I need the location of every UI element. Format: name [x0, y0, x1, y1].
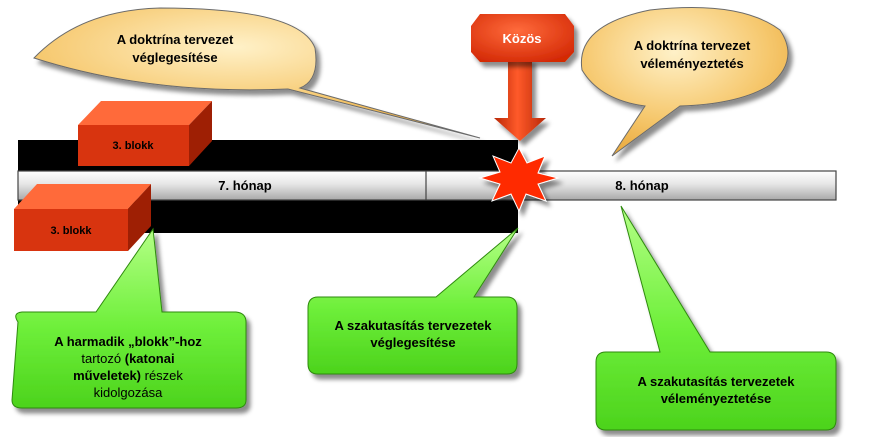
block-3-lower: 3. blokk [14, 184, 151, 251]
third-block-line3: műveletek) részek [73, 368, 183, 383]
timeline-bar: 7. hónap 8. hónap [17, 170, 837, 201]
month-8-label: 8. hónap [615, 178, 669, 193]
callout-review-doctrine: A doktrína tervezet véleményeztetés [580, 7, 789, 157]
third-block-line1: A harmadik „blokk”-hoz [54, 334, 202, 349]
review-expert-line2: véleményeztetése [661, 391, 772, 406]
block-3-lower-label: 3. blokk [51, 225, 93, 237]
review-doctrine-line1: A doktrína tervezet [634, 38, 751, 53]
third-block-line3a: műveletek) [73, 368, 141, 383]
common-marker: Közös [471, 14, 574, 141]
common-label: Közös [503, 31, 542, 46]
callout-finalize-expert: A szakutasítás tervezetek véglegesítése [307, 227, 519, 375]
finalize-doctrine-line2: véglegesítése [132, 50, 217, 65]
review-doctrine-line2: véleményeztetés [640, 56, 743, 71]
callout-finalize-doctrine: A doktrína tervezet véglegesítése [33, 7, 481, 139]
common-octagon [471, 14, 574, 62]
third-block-line3b: részek [141, 368, 183, 383]
third-block-line2b: (katonai [125, 351, 175, 366]
month-7-label: 7. hónap [218, 178, 272, 193]
third-block-line2a: tartozó [81, 351, 124, 366]
third-block-line4: kidolgozása [94, 385, 163, 400]
finalize-expert-line1: A szakutasítás tervezetek [334, 318, 492, 333]
block-3-upper-label: 3. blokk [113, 140, 155, 152]
down-arrow [494, 58, 546, 141]
review-expert-line1: A szakutasítás tervezetek [637, 374, 795, 389]
callout-review-expert: A szakutasítás tervezetek véleményezteté… [595, 205, 837, 431]
third-block-line2: tartozó (katonai [81, 351, 174, 366]
block-3-upper: 3. blokk [78, 101, 212, 166]
finalize-expert-line2: véglegesítése [370, 335, 455, 350]
burst-shape [478, 146, 560, 213]
callout-third-block: A harmadik „blokk”-hoz tartozó (katonai … [11, 227, 247, 409]
finalize-doctrine-line1: A doktrína tervezet [117, 32, 234, 47]
